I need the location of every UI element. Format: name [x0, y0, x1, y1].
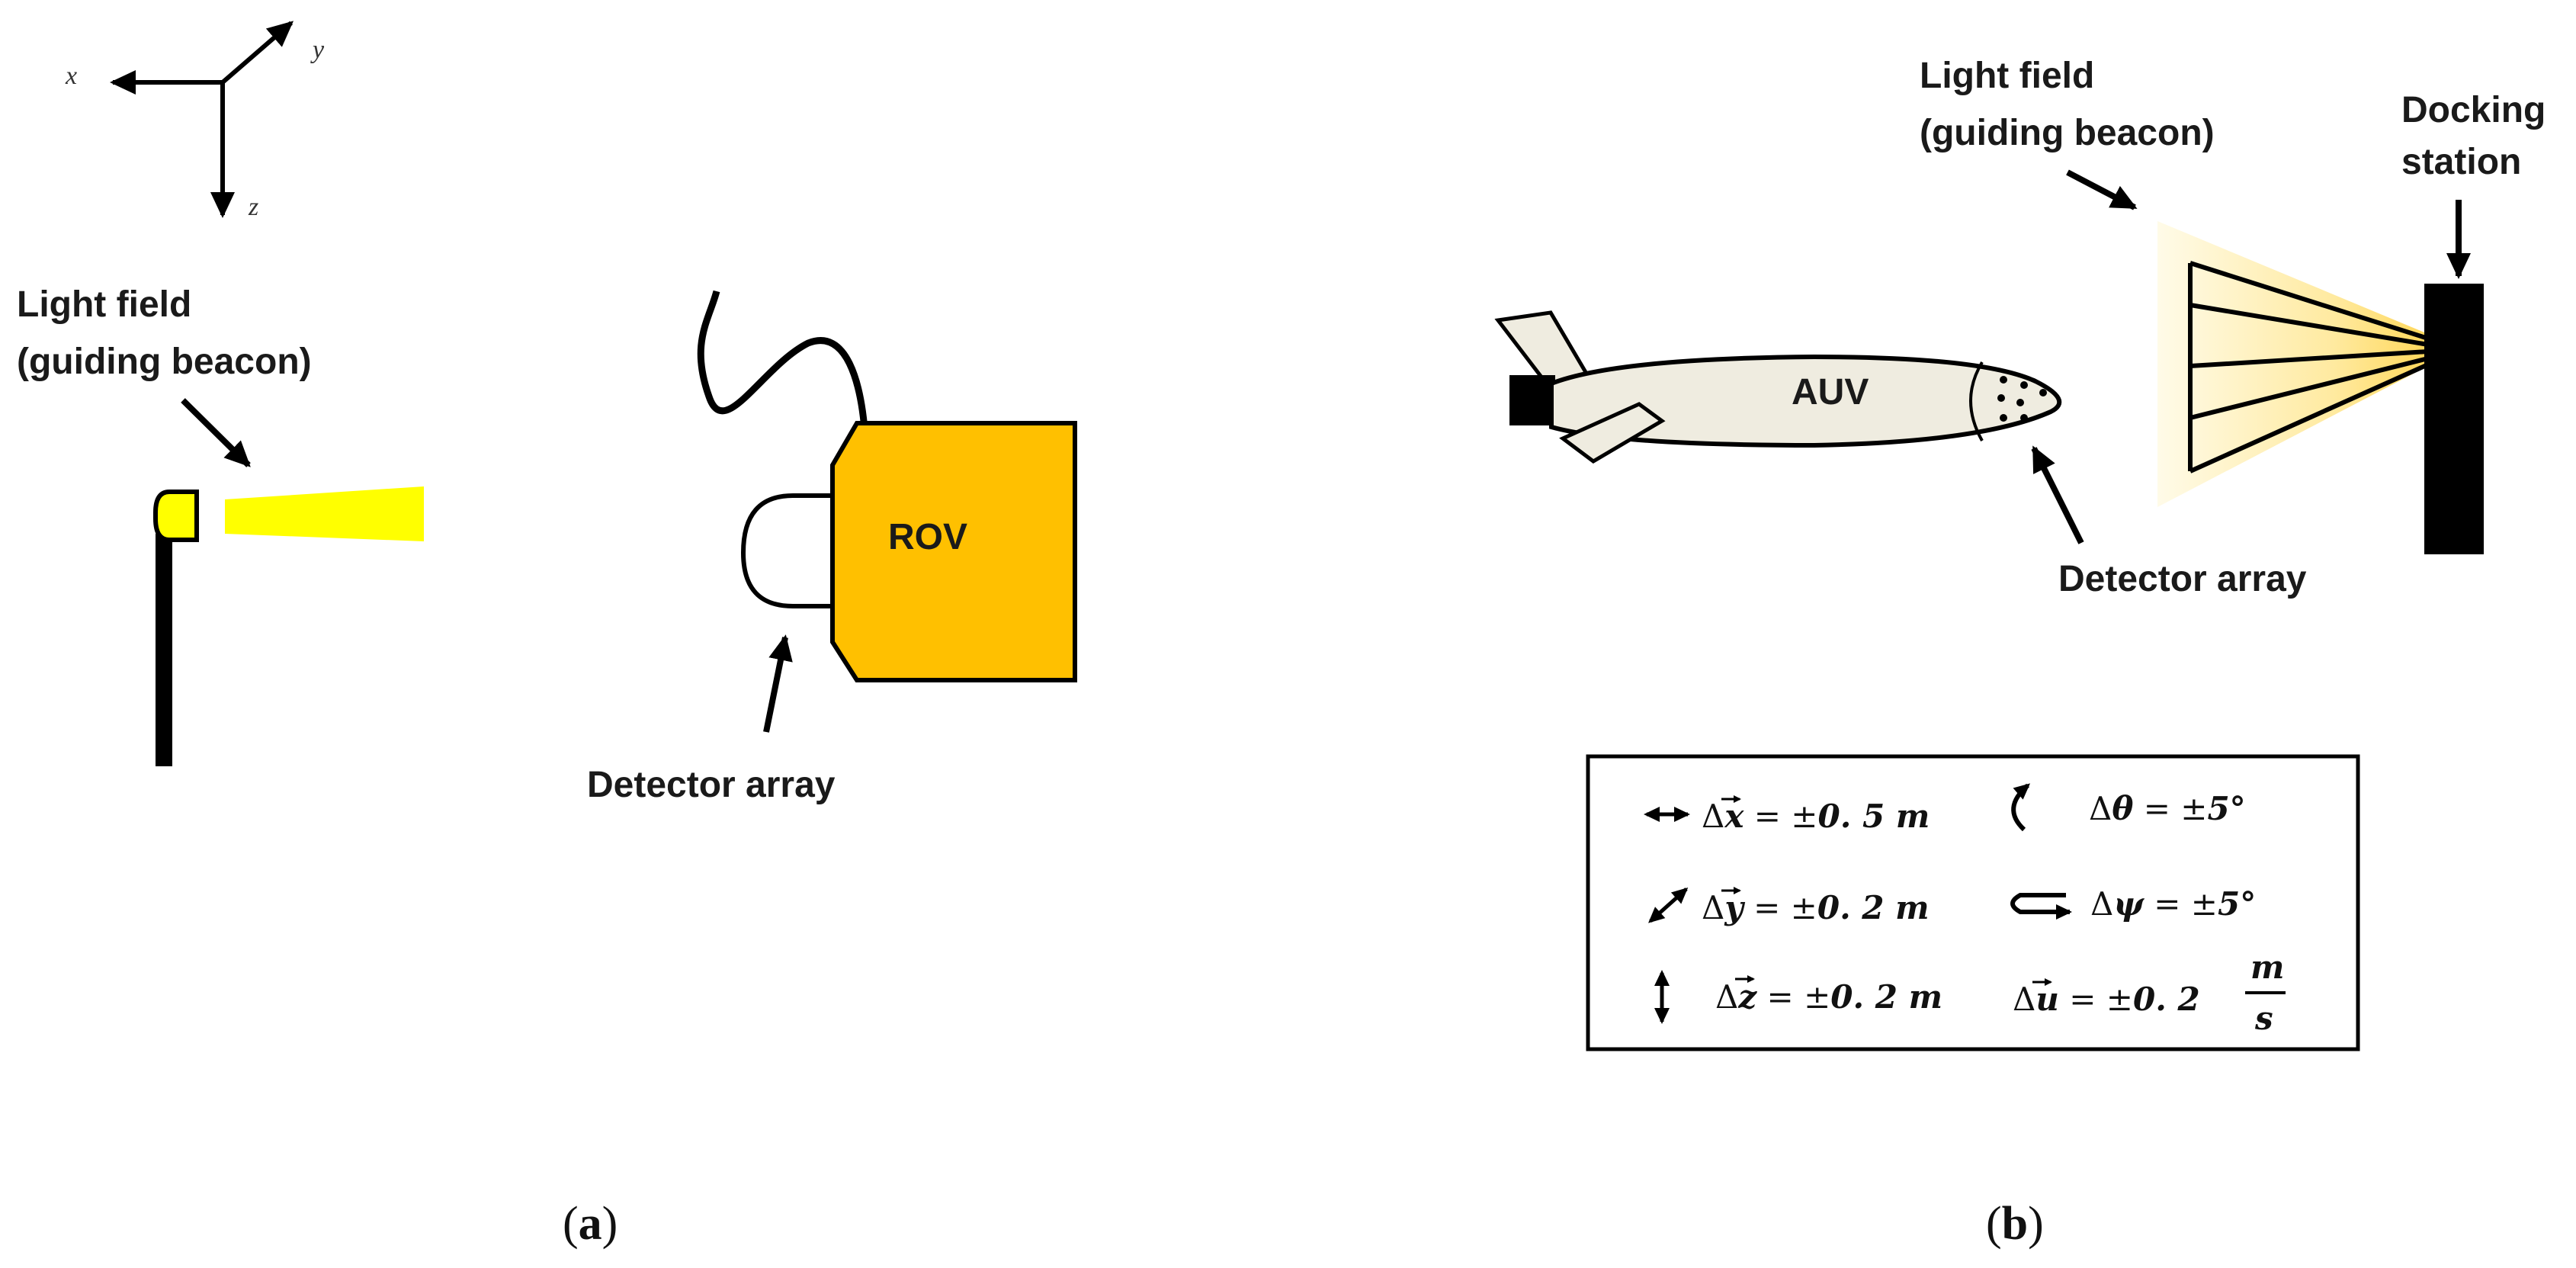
docking-label-line2: station: [2401, 142, 2521, 182]
y-axis-label: y: [310, 36, 325, 64]
y-translation-icon: [1648, 888, 1689, 923]
rov-label: ROV: [888, 517, 967, 557]
x-axis-label: x: [65, 62, 77, 90]
caption-a: (a): [563, 1198, 618, 1250]
detector-dome: [740, 493, 835, 608]
tether-cable: [697, 290, 869, 439]
beacon-pointer-arrow-b: [2066, 169, 2138, 210]
rov-body: [830, 421, 1077, 682]
velocity-unit-numerator: m: [2250, 949, 2284, 986]
tolerance-legend-box: [1586, 754, 2360, 1051]
tolerance-dpsi: Δψ = ±5°: [2090, 885, 2256, 923]
velocity-unit-denominator: s: [2254, 1000, 2273, 1037]
auv-propeller: [1509, 375, 1555, 425]
detector-pointer-arrow-b: [2031, 445, 2084, 544]
coordinate-axes: x y z: [65, 21, 325, 221]
detector-pointer-arrow-a: [763, 634, 793, 733]
auv-hull: [1549, 354, 2062, 448]
tolerance-dy: Δy = ±0. 2 m: [1702, 889, 1930, 926]
docking-label-line1: Docking: [2401, 90, 2546, 130]
tolerance-dz: Δz = ±0. 2 m: [1715, 978, 1942, 1016]
vector-overline-arrows: [1721, 795, 2052, 986]
panel-b: Light field (guiding beacon) Docking sta…: [1494, 56, 2546, 1250]
tolerance-du: Δu = ±0. 2 m s: [2013, 949, 2286, 1037]
beacon-label-line2: (guiding beacon): [17, 342, 312, 382]
detector-dots: [1997, 376, 2047, 422]
docking-station: [2424, 284, 2484, 554]
svg-text:Δu = ±0. 2: Δu = ±0. 2: [2013, 981, 2200, 1018]
beacon-lamp: [153, 490, 199, 542]
beacon-label-b-line2: (guiding beacon): [1920, 113, 2215, 153]
auv: AUV: [1494, 310, 2062, 464]
detector-label-a: Detector array: [587, 765, 836, 805]
beacon-label-line1: Light field: [17, 284, 191, 325]
panel-a: Light field (guiding beacon) ROV Detecto…: [17, 284, 1077, 1250]
caption-b: (b): [1986, 1198, 2044, 1250]
beacon-pole: [156, 534, 172, 766]
beacon-light-beam: [225, 486, 424, 541]
auv-lower-fin: [1559, 402, 1666, 464]
beacon-frustum: [2188, 261, 2430, 473]
y-axis-arrow: [221, 21, 294, 85]
detector-label-b: Detector array: [2058, 559, 2307, 599]
beacon-pointer-arrow: [181, 398, 251, 467]
auv-nose-seam: [1969, 361, 1984, 441]
auv-label: AUV: [1792, 372, 1869, 413]
beacon-label-b-line1: Light field: [1920, 56, 2094, 96]
tolerance-dtheta: Δθ = ±5°: [2089, 790, 2246, 827]
yaw-rotation-icon: [2010, 893, 2072, 920]
z-axis-label: z: [248, 193, 258, 221]
tolerance-dx: Δx = ±0. 5 m: [1702, 798, 1930, 835]
pitch-rotation-icon: [2011, 783, 2031, 832]
guiding-light-cone: [2157, 221, 2428, 507]
